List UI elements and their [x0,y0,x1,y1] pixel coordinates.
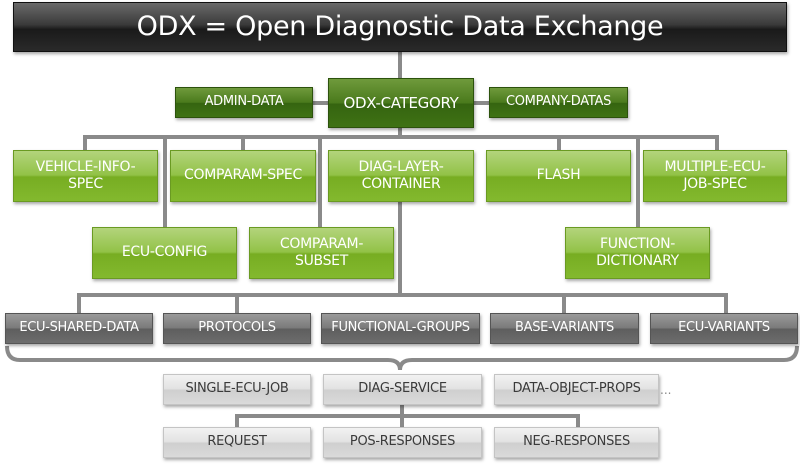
node-ecu-shared-data: ECU-SHARED-DATA [5,313,153,344]
node-diag-layer-container: DIAG-LAYER-CONTAINER [328,150,474,202]
node-neg-responses: NEG-RESPONSES [494,427,659,458]
node-ecu-variants: ECU-VARIANTS [650,313,798,344]
node-odx-category: ODX-CATEGORY [328,78,474,128]
more-ellipsis: ... [660,383,672,397]
node-diag-service: DIAG-SERVICE [323,374,482,405]
diagram-title: ODX = Open Diagnostic Data Exchange [13,2,787,52]
node-data-object-props: DATA-OBJECT-PROPS [494,374,659,405]
node-vehicle-info-spec: VEHICLE-INFO-SPEC [13,150,158,202]
node-comparam-subset: COMPARAM-SUBSET [249,227,394,279]
node-protocols: PROTOCOLS [163,313,311,344]
node-admin-data: ADMIN-DATA [175,87,313,118]
node-company-datas: COMPANY-DATAS [489,87,628,118]
node-single-ecu-job: SINGLE-ECU-JOB [163,374,311,405]
node-base-variants: BASE-VARIANTS [490,313,639,344]
node-function-dictionary: FUNCTION-DICTIONARY [565,227,710,279]
node-request: REQUEST [163,427,311,458]
node-multiple-ecu-job-spec: MULTIPLE-ECU-JOB-SPEC [643,150,787,202]
node-pos-responses: POS-RESPONSES [323,427,482,458]
node-functional-groups: FUNCTIONAL-GROUPS [321,313,480,344]
node-comparam-spec: COMPARAM-SPEC [170,150,316,202]
node-ecu-config: ECU-CONFIG [92,227,237,279]
node-flash: FLASH [486,150,631,202]
